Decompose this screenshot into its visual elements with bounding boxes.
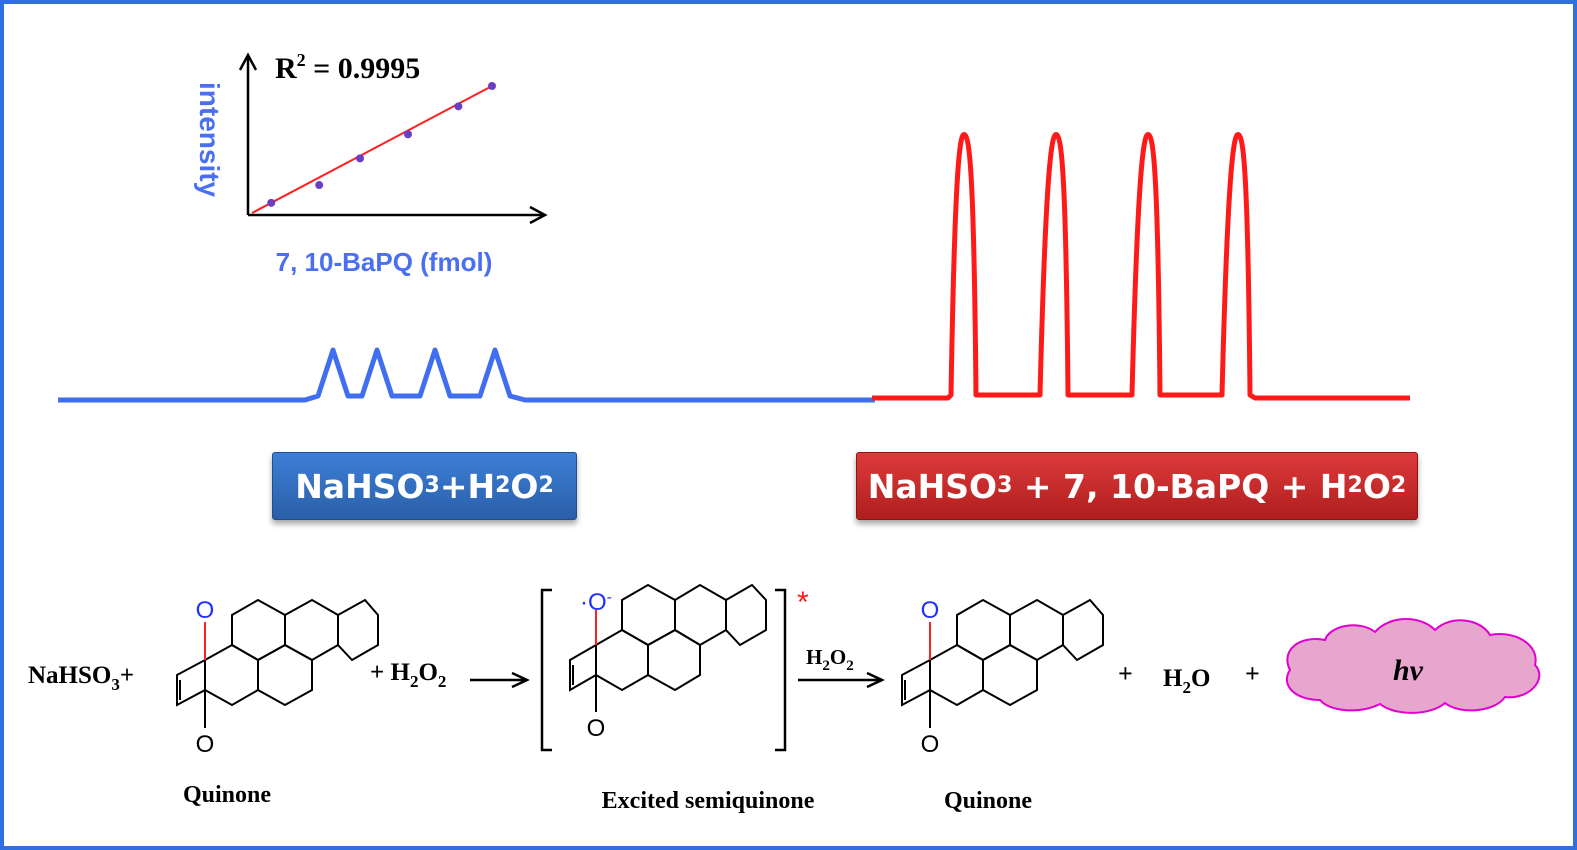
inset-ylabel: intensity bbox=[194, 82, 225, 198]
r2-label: R2 = 0.9995 bbox=[275, 50, 420, 85]
excited-star: * bbox=[797, 586, 809, 619]
inset-xlabel: 7, 10-BaPQ (fmol) bbox=[276, 247, 493, 277]
quinone-2-bottom-o: O bbox=[921, 731, 940, 758]
inset-point-0 bbox=[267, 198, 276, 207]
plus-1: + bbox=[1118, 659, 1133, 688]
light-cloud bbox=[1285, 618, 1541, 714]
arrow-label-h2o2: H2O2 bbox=[806, 645, 854, 674]
reaction-arrow-1-head bbox=[511, 671, 530, 689]
quinone-2-top-o: O bbox=[921, 597, 940, 624]
reagent-h2o2: + H2O2 bbox=[370, 659, 446, 691]
label-quinone-2: Quinone bbox=[944, 788, 1032, 814]
quinone-1-bottom-o: O bbox=[196, 731, 215, 758]
reaction-arrow-2-head bbox=[866, 671, 885, 689]
quinone-structure-1 bbox=[176, 598, 379, 728]
inset-point-3 bbox=[404, 130, 412, 139]
bracket-right bbox=[775, 588, 787, 752]
quinone-structure-2 bbox=[901, 598, 1104, 728]
blank-trace bbox=[58, 347, 875, 403]
inset-fit-line bbox=[251, 85, 493, 214]
semiquinone-structure bbox=[569, 583, 767, 712]
bracket-left bbox=[540, 588, 552, 752]
inset-points bbox=[267, 82, 496, 207]
sample-trace bbox=[872, 132, 1410, 401]
inset-point-2 bbox=[356, 154, 364, 163]
plus-2: + bbox=[1245, 659, 1260, 688]
inset-y-arrow bbox=[238, 52, 258, 71]
quinone-1-top-o: O bbox=[196, 597, 215, 624]
semiquinone-bottom-o: O bbox=[587, 715, 606, 742]
inset-point-1 bbox=[315, 181, 324, 190]
inset-chart: R2 = 0.9995 intensity 7, 10-BaPQ (fmol) bbox=[194, 50, 548, 277]
semiquinone-radical-o: ·O- bbox=[580, 589, 612, 616]
label-excited-semiquinone: Excited semiquinone bbox=[602, 788, 815, 814]
inset-x-arrow bbox=[529, 205, 548, 225]
label-quinone-1: Quinone bbox=[183, 782, 271, 808]
hv-label: hv bbox=[1393, 654, 1424, 687]
product-h2o: H2O bbox=[1163, 665, 1210, 697]
reagent-nahso3: NaHSO3+ bbox=[28, 662, 134, 694]
inset-point-4 bbox=[454, 102, 463, 111]
inset-point-5 bbox=[488, 82, 496, 90]
